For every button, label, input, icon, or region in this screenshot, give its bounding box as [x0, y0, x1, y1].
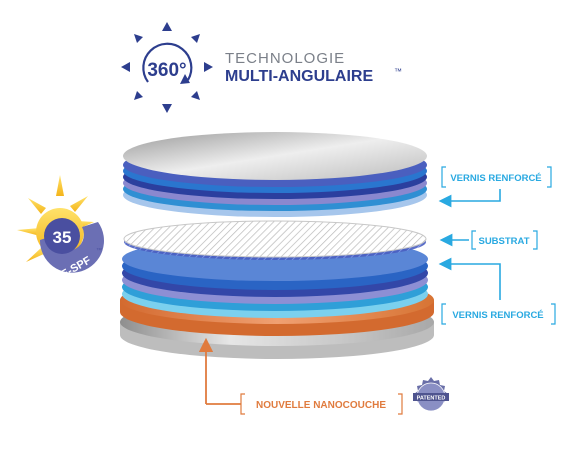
espf-number: 35: [53, 228, 72, 247]
header-title-line2: MULTI-ANGULAIRE: [225, 68, 373, 85]
top-disc-layer: [123, 132, 427, 180]
top-coating-label-box: [438, 166, 552, 208]
nanolayer-label-box: [198, 337, 403, 415]
360-compass-icon: [121, 22, 213, 113]
nanolayer-label: NOUVELLE NANOCOUCHE: [256, 400, 386, 411]
substrate-layer: [123, 220, 427, 260]
espf-trademark: ™: [96, 247, 102, 254]
lens-stack: [120, 132, 434, 359]
header-trademark: ™: [394, 67, 402, 76]
header-title-line1: TECHNOLOGIE: [225, 50, 345, 67]
patented-label: PATENTED: [417, 396, 446, 402]
bottom-coating-label: VERNIS RENFORCÉ: [452, 310, 543, 321]
bottom-coating-layer: [122, 237, 428, 318]
top-coating-label: VERNIS RENFORCÉ: [450, 173, 541, 184]
badge-360-text: 360°: [147, 60, 186, 81]
bottom-coating-label-box: [438, 257, 556, 325]
substrate-label-box: [439, 230, 538, 250]
espf-badge: [39, 218, 104, 273]
substrate-label: SUBSTRAT: [478, 236, 529, 247]
patented-seal-icon: [413, 377, 449, 412]
